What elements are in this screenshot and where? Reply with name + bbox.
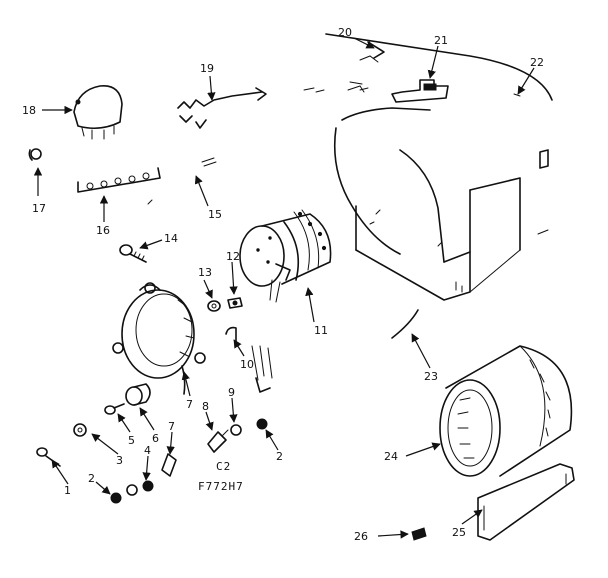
part-14-screw: [119, 244, 147, 263]
part-3-washer: [73, 423, 87, 437]
label-2-left: 2: [88, 472, 95, 485]
part-16-terminal-strip: [77, 167, 161, 193]
label-20: 20: [338, 26, 352, 39]
part-13-washer: [207, 300, 221, 312]
label-6: 6: [152, 432, 159, 445]
label-8: 8: [202, 400, 209, 413]
part-19-wire-harness: [177, 85, 365, 129]
part-25-cutoff-plate: [477, 463, 575, 541]
part-15-terminal: [147, 157, 217, 205]
label-3: 3: [116, 454, 123, 467]
part-21-bracket: [391, 79, 449, 103]
label-17: 17: [32, 202, 46, 215]
part-18-relay: [73, 85, 123, 140]
label-13: 13: [198, 266, 212, 279]
part-1-screw: [36, 447, 61, 467]
code-c2: C2: [216, 460, 231, 473]
part-7-clip: [161, 453, 177, 477]
figure-code: F772H7: [198, 480, 244, 493]
part-17-plug: [28, 148, 42, 161]
part-10-leads: [225, 326, 273, 393]
part-23-strap: [391, 309, 419, 339]
part-26-screw: [411, 527, 427, 541]
label-1: 1: [64, 484, 71, 497]
label-23: 23: [424, 370, 438, 383]
label-14: 14: [164, 232, 178, 245]
label-7-upper: 7: [186, 398, 193, 411]
label-21: 21: [434, 34, 448, 47]
label-12: 12: [226, 250, 240, 263]
label-5: 5: [128, 434, 135, 447]
leader-lines: [33, 37, 535, 539]
label-11: 11: [314, 324, 328, 337]
part-5-bolt: [104, 403, 125, 415]
part-8-capacitor: [207, 429, 229, 453]
label-16: 16: [96, 224, 110, 237]
label-10: 10: [240, 358, 254, 371]
part-22-edge: [513, 93, 521, 97]
label-19: 19: [200, 62, 214, 75]
part-4-nut: [126, 480, 154, 496]
label-4: 4: [144, 444, 151, 457]
label-9: 9: [228, 386, 235, 399]
label-2-right: 2: [276, 450, 283, 463]
label-18: 18: [22, 104, 36, 117]
label-24: 24: [384, 450, 398, 463]
part-24-blower-wheel: [439, 345, 573, 477]
part-2-nut-right: [256, 418, 268, 430]
label-15: 15: [208, 208, 222, 221]
label-25: 25: [452, 526, 466, 539]
label-26: 26: [354, 530, 368, 543]
part-12-nut: [227, 297, 243, 309]
part-9-nut: [230, 424, 242, 436]
part-7-motor-mount: [112, 282, 206, 395]
part-6-bushing: [125, 383, 151, 406]
part-11-motor: [239, 209, 332, 303]
label-7-lower: 7: [168, 420, 175, 433]
part-20-bracket: [367, 41, 385, 59]
part-2-nut-left: [110, 492, 122, 504]
label-22: 22: [530, 56, 544, 69]
blower-housing: [325, 33, 553, 301]
